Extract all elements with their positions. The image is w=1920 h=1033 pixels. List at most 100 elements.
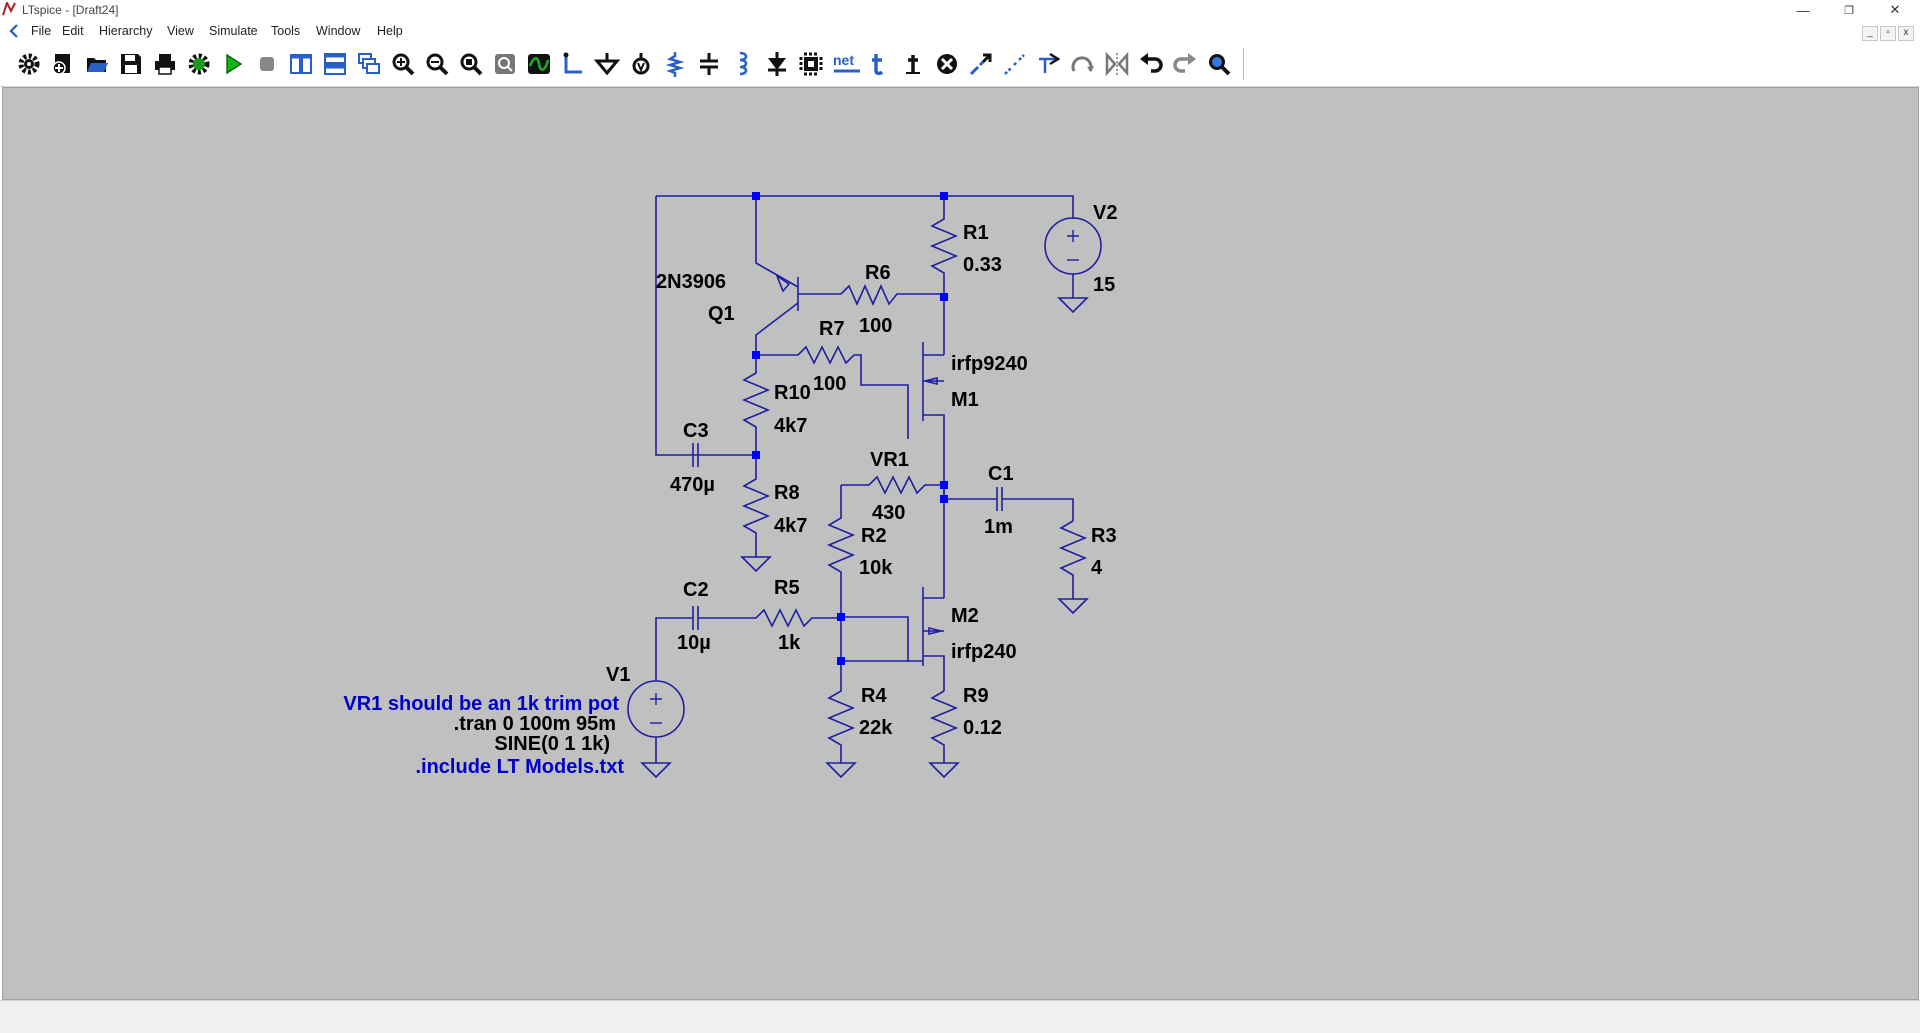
r3-value: 4 [1091, 557, 1103, 579]
mdi-close-button[interactable]: x [1898, 26, 1914, 41]
r5-ref: R5 [774, 577, 800, 599]
restore-button[interactable]: ❐ [1844, 4, 1854, 17]
c3-value: 470µ [670, 474, 715, 496]
c3-ref: C3 [683, 420, 709, 442]
r10-value: 4k7 [774, 415, 807, 437]
delete-icon[interactable] [934, 51, 960, 77]
mirror-icon[interactable] [1104, 51, 1130, 77]
halt-icon[interactable] [254, 51, 280, 77]
save-icon[interactable] [118, 51, 144, 77]
vr1-value: 430 [872, 502, 905, 524]
run-icon[interactable] [220, 51, 246, 77]
include-directive[interactable]: .include LT Models.txt [415, 756, 624, 778]
v2-ref: V2 [1093, 202, 1117, 224]
q1-value: 2N3906 [656, 271, 726, 293]
title-bar: LTspice - [Draft24] — ❐ ✕ [0, 0, 1920, 20]
r2-value: 10k [859, 557, 893, 579]
r5-value: 1k [778, 632, 801, 654]
toolbar-separator [1243, 48, 1244, 80]
c1-ref: C1 [988, 463, 1014, 485]
undo-icon[interactable] [1138, 51, 1164, 77]
zoom-out-icon[interactable] [424, 51, 450, 77]
v1-ref: V1 [606, 664, 630, 686]
minimize-button[interactable]: — [1796, 2, 1810, 18]
net-label-text: net [833, 52, 854, 68]
print-icon[interactable] [152, 51, 178, 77]
m1-ref: M1 [951, 389, 979, 411]
open-icon[interactable] [84, 51, 110, 77]
wire-icon[interactable] [560, 51, 586, 77]
tile-vertical-icon[interactable] [288, 51, 314, 77]
redo-icon[interactable] [1172, 51, 1198, 77]
spice-directive-icon[interactable] [900, 51, 926, 77]
comment-note[interactable]: VR1 should be an 1k trim pot [343, 693, 619, 715]
drag-icon[interactable] [1036, 51, 1062, 77]
r4-ref: R4 [861, 685, 887, 707]
r3-ref: R3 [1091, 525, 1117, 547]
v1-value[interactable]: SINE(0 1 1k) [494, 733, 610, 755]
text-icon[interactable] [866, 51, 892, 77]
menu-file[interactable]: File [31, 24, 52, 38]
menu-hierarchy[interactable]: Hierarchy [99, 24, 153, 38]
duplicate-icon[interactable] [968, 51, 994, 77]
zoom-rect-icon[interactable] [492, 51, 518, 77]
menu-edit[interactable]: Edit [62, 24, 84, 38]
menu-simulate[interactable]: Simulate [209, 24, 258, 38]
rotate-icon[interactable] [1070, 51, 1096, 77]
menu-window[interactable]: Window [316, 24, 361, 38]
m2-ref: M2 [951, 605, 979, 627]
zoom-in-icon[interactable] [390, 51, 416, 77]
schematic-drawing[interactable]: 2N3906 Q1 R6 100 R1 0.33 V2 15 R7 100 ir… [3, 88, 1918, 999]
component-icon[interactable] [798, 51, 824, 77]
vr1-ref: VR1 [870, 449, 909, 471]
q1-ref: Q1 [708, 303, 735, 325]
capacitor-icon[interactable] [696, 51, 722, 77]
inductor-icon[interactable] [730, 51, 756, 77]
close-button[interactable]: ✕ [1889, 2, 1901, 17]
v2-value: 15 [1093, 274, 1115, 296]
r6-ref: R6 [865, 262, 891, 284]
tran-directive[interactable]: .tran 0 100m 95m [454, 713, 616, 735]
status-bar [0, 1000, 1920, 1033]
find-icon[interactable] [1206, 51, 1232, 77]
mdi-restore-button[interactable]: ▫ [1880, 26, 1896, 41]
zoom-fit-icon[interactable] [458, 51, 484, 77]
cascade-icon[interactable] [356, 51, 382, 77]
resistor-icon[interactable] [662, 51, 688, 77]
menu-view[interactable]: View [167, 24, 194, 38]
mdi-minimize-button[interactable]: _ [1862, 26, 1878, 41]
menu-bar: File Edit Hierarchy View Simulate Tools … [0, 20, 1920, 42]
r9-value: 0.12 [963, 717, 1002, 739]
c1-value: 1m [984, 516, 1013, 538]
control-panel-icon[interactable] [186, 51, 212, 77]
r7-ref: R7 [819, 318, 845, 340]
menu-help[interactable]: Help [377, 24, 403, 38]
m2-value: irfp240 [951, 641, 1017, 663]
toolbar: net [0, 42, 1920, 87]
r10-ref: R10 [774, 382, 811, 404]
new-schematic-icon[interactable] [50, 51, 76, 77]
r9-ref: R9 [963, 685, 989, 707]
r8-value: 4k7 [774, 515, 807, 537]
c2-value: 10µ [677, 632, 711, 654]
menu-tools[interactable]: Tools [271, 24, 301, 38]
diode-icon[interactable] [764, 51, 790, 77]
settings-icon[interactable] [16, 51, 42, 77]
r7-value: 100 [813, 373, 846, 395]
tile-horizontal-icon[interactable] [322, 51, 348, 77]
window-title: LTspice - [Draft24] [22, 3, 119, 17]
r1-ref: R1 [963, 222, 989, 244]
r1-value: 0.33 [963, 254, 1002, 276]
label-net-icon[interactable] [628, 51, 654, 77]
m1-value: irfp9240 [951, 353, 1028, 375]
net-label-icon[interactable]: net [832, 51, 862, 77]
c2-ref: C2 [683, 579, 709, 601]
schematic-doc-icon[interactable] [6, 23, 22, 39]
r8-ref: R8 [774, 482, 800, 504]
schematic-canvas[interactable]: 2N3906 Q1 R6 100 R1 0.33 V2 15 R7 100 ir… [2, 87, 1919, 1000]
r2-ref: R2 [861, 525, 887, 547]
ground-icon[interactable] [594, 51, 620, 77]
move-icon[interactable] [1002, 51, 1028, 77]
ltspice-app-icon [2, 2, 16, 16]
waveform-icon[interactable] [526, 51, 552, 77]
